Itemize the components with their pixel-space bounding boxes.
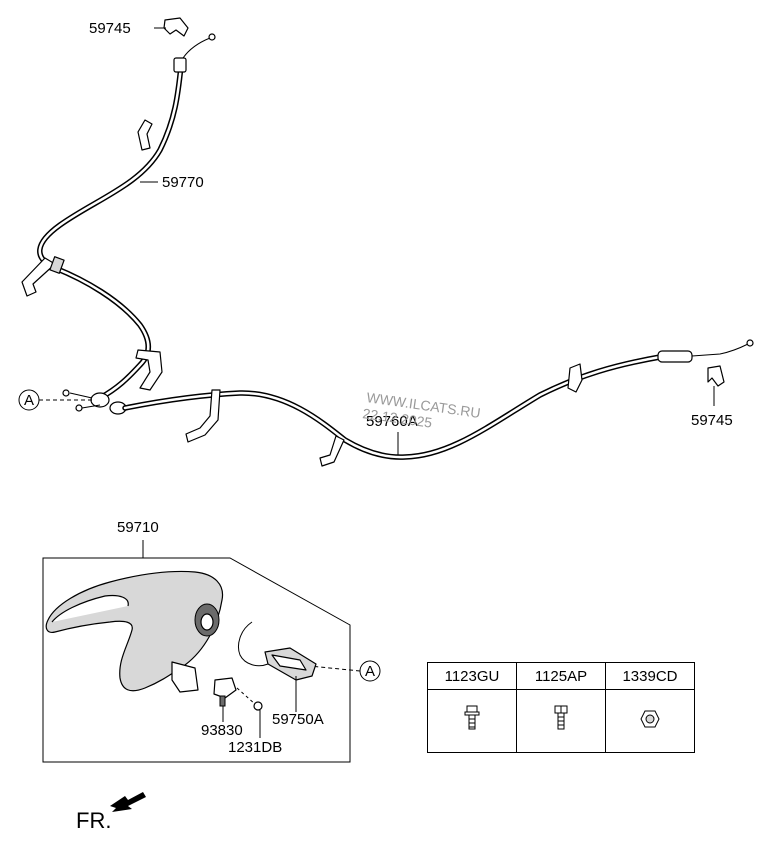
parts-table-header-row: 1123GU 1125AP 1339CD xyxy=(427,662,695,690)
parts-table-header: 1339CD xyxy=(605,662,695,690)
callout-59770: 59770 xyxy=(162,174,204,191)
front-direction-label: FR. xyxy=(76,808,112,833)
clip-front-59745[interactable] xyxy=(163,17,189,37)
reference-a-right-text: A xyxy=(365,663,375,680)
parts-table-header: 1125AP xyxy=(516,662,606,690)
reference-a-right: A xyxy=(309,660,381,682)
parking-brake-lever[interactable] xyxy=(45,570,224,693)
callout-59760A: 59760A xyxy=(366,413,418,430)
rear-cable-59760A[interactable] xyxy=(122,339,754,467)
nut-icon xyxy=(640,710,660,727)
callout-59745-front: 59745 xyxy=(89,20,131,37)
reference-a-left-text: A xyxy=(24,392,34,409)
parts-table-header: 1123GU xyxy=(427,662,517,690)
bolt-93830[interactable] xyxy=(213,677,237,722)
reference-a-left: A xyxy=(18,389,92,411)
parts-table-cell[interactable] xyxy=(427,689,517,753)
bolt-1231DB[interactable] xyxy=(236,687,263,738)
callout-1231DB: 1231DB xyxy=(228,739,282,756)
fr-arrow-icon xyxy=(110,792,146,812)
lever-assembly-box xyxy=(42,540,351,763)
parts-table-cell[interactable] xyxy=(516,689,606,753)
screw-icon xyxy=(554,705,568,729)
clip-rear-59745[interactable] xyxy=(707,365,725,387)
bolt-icon xyxy=(464,705,480,729)
front-cable-59770[interactable] xyxy=(21,33,216,415)
callout-59750A: 59750A xyxy=(272,711,324,728)
callout-93830: 93830 xyxy=(201,722,243,739)
switch-59750A[interactable] xyxy=(238,621,317,712)
callout-59710: 59710 xyxy=(117,519,159,536)
parts-table-icon-row xyxy=(427,689,695,753)
parts-table: 1123GU 1125AP 1339CD xyxy=(427,662,695,753)
callout-59745-rear: 59745 xyxy=(691,412,733,429)
parts-table-cell[interactable] xyxy=(605,689,695,753)
